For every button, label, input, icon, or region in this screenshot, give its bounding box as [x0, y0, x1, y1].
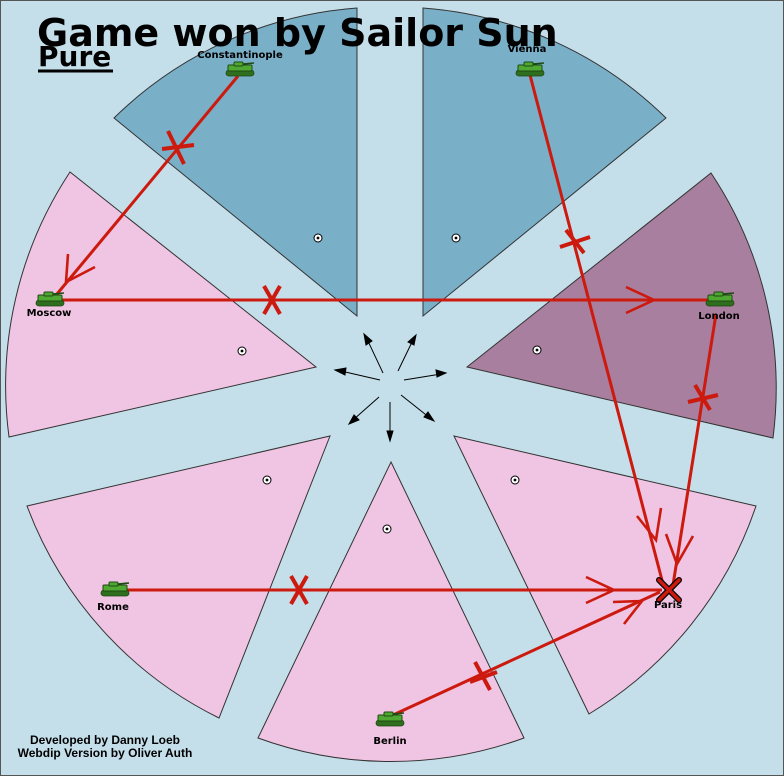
army-icon[interactable]: [100, 581, 130, 597]
compass-icon: [333, 332, 448, 443]
paris-bounce-marker: [656, 577, 682, 603]
failed-order-x: [559, 228, 591, 255]
failed-order-x: [289, 575, 309, 605]
territories: [5, 7, 777, 762]
city-label-vienna: Vienna: [508, 44, 547, 55]
city-label-rome: Rome: [97, 602, 129, 613]
supply-centers: [237, 233, 542, 534]
city-label-berlin: Berlin: [373, 736, 406, 747]
supply-center-icon: [313, 233, 323, 243]
city-label-constantinople: Constantinople: [197, 50, 283, 61]
territory-rome[interactable]: [26, 435, 331, 719]
game-result-title: Game won by Sailor Sun: [37, 11, 558, 55]
territory-london[interactable]: [465, 172, 777, 439]
failed-order-x: [469, 661, 498, 691]
supply-center-icon: [532, 345, 542, 355]
failed-order-x: [687, 383, 719, 412]
territory-constantinople[interactable]: [113, 7, 358, 318]
territory-paris[interactable]: [453, 435, 757, 715]
city-labels: Constantinople Vienna Moscow London Rome…: [27, 44, 740, 747]
order-rome-paris[interactable]: [118, 575, 662, 605]
variant-name: Pure: [38, 40, 111, 73]
supply-center-icon: [262, 475, 272, 485]
order-constantinople-moscow[interactable]: [55, 75, 240, 295]
city-label-moscow: Moscow: [27, 308, 72, 319]
failed-order-x: [161, 130, 195, 165]
order-berlin-paris[interactable]: [392, 590, 661, 717]
territory-moscow[interactable]: [5, 171, 318, 438]
credits-developer: Developed by Danny Loeb: [30, 733, 180, 747]
supply-center-icon: [510, 475, 520, 485]
failed-order-x: [262, 285, 282, 315]
army-icon[interactable]: [515, 61, 545, 77]
territory-vienna[interactable]: [422, 7, 667, 318]
army-icon[interactable]: [375, 711, 405, 727]
order-moscow-london[interactable]: [58, 285, 718, 315]
supply-center-icon: [451, 233, 461, 243]
units: [35, 61, 735, 727]
army-icon[interactable]: [705, 291, 735, 307]
city-label-paris: Paris: [654, 600, 682, 611]
army-icon[interactable]: [35, 291, 65, 307]
city-label-london: London: [698, 311, 740, 322]
supply-center-icon: [382, 524, 392, 534]
order-london-paris[interactable]: [664, 313, 719, 586]
orders: [55, 74, 719, 717]
army-icon[interactable]: [225, 61, 255, 77]
credits-webdip: Webdip Version by Oliver Auth: [18, 746, 193, 760]
order-vienna-paris[interactable]: [528, 74, 665, 585]
supply-center-icon: [237, 346, 247, 356]
